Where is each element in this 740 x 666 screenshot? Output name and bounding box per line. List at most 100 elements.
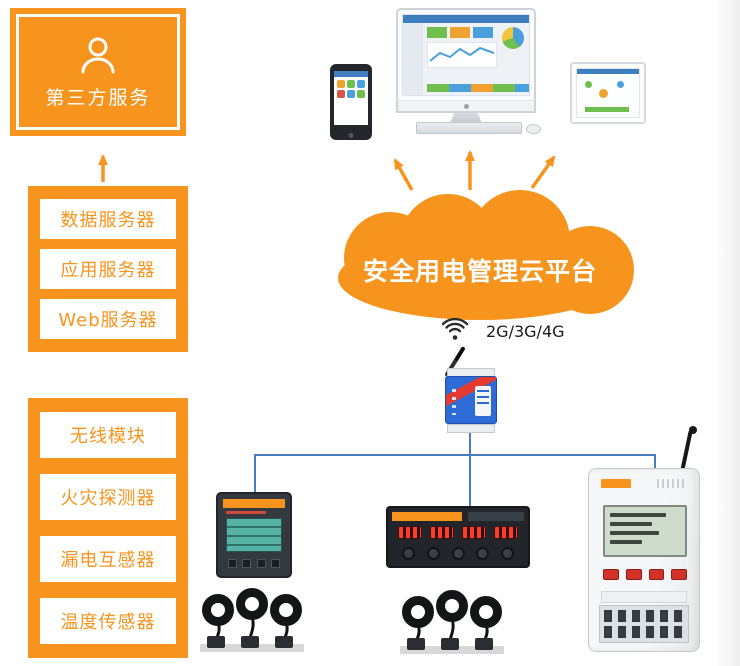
server-item-web: Web服务器	[40, 299, 176, 339]
tablet	[570, 62, 646, 124]
lcd-text-line	[610, 522, 652, 526]
monitor-button	[451, 547, 465, 560]
lcd-text-line	[610, 540, 642, 544]
app-tile	[337, 80, 345, 88]
detector-vents	[657, 479, 687, 488]
desktop-chin	[396, 100, 536, 113]
meter-button	[242, 559, 252, 568]
dashboard-display	[402, 14, 530, 96]
monitor-button	[402, 547, 415, 560]
gateway-body	[445, 376, 497, 424]
meter-button	[228, 559, 237, 568]
meter-button	[270, 559, 280, 568]
detector-brand-strip	[601, 479, 631, 488]
gateway-mount-flange	[447, 424, 495, 433]
lcd-text-line	[610, 531, 659, 535]
wifi-icon	[441, 317, 469, 340]
arrow-to-tablet-icon	[530, 155, 556, 190]
network-type-label: 2G/3G/4G	[486, 322, 565, 341]
detector-button	[671, 569, 687, 580]
current-transformer-ring	[436, 590, 468, 622]
lcd-text-line	[610, 513, 666, 517]
dashboard-bottom-tiles	[427, 84, 529, 92]
tablet-chart-dot	[585, 81, 592, 88]
server-group-box: 数据服务器 应用服务器 Web服务器	[28, 186, 188, 352]
app-tile	[357, 90, 365, 98]
monitor-button	[501, 547, 514, 560]
dashboard-tile	[473, 27, 493, 38]
current-transformer-ring	[236, 588, 268, 620]
field-group-box: 无线模块 火灾探测器 漏电互感器 温度传感器	[28, 398, 188, 658]
detector-lcd-display	[603, 505, 687, 557]
detector-button-row	[603, 569, 687, 580]
person-icon	[81, 37, 115, 73]
current-transformer-group	[196, 580, 308, 652]
tablet-header-bar	[577, 69, 639, 74]
smartphone-screen	[334, 71, 368, 125]
ct-mounting-strip	[400, 646, 504, 654]
meter-button	[256, 559, 266, 568]
current-transformer-ring	[470, 596, 502, 628]
tablet-chart-dot	[617, 81, 624, 88]
app-tile	[347, 90, 355, 98]
meter-lcd-display	[226, 518, 282, 552]
current-transformer-ring	[270, 594, 302, 626]
ct-terminal-block	[407, 638, 425, 650]
terminal-row	[604, 626, 684, 638]
third-party-label: 第三方服务	[45, 86, 151, 109]
meter-button-row	[228, 559, 280, 568]
app-tile	[357, 80, 365, 88]
current-transformer-group	[396, 582, 508, 654]
terminal-row	[604, 610, 684, 622]
dashboard-tile	[427, 27, 447, 38]
ct-mounting-strip	[200, 644, 304, 652]
current-transformer-ring	[402, 596, 434, 628]
led-digit-group	[494, 526, 518, 539]
field-item-temperature: 温度传感器	[40, 598, 176, 644]
mouse	[526, 124, 541, 134]
din-rail-detector	[588, 426, 700, 652]
dashboard-pie-chart	[502, 27, 524, 49]
detector-body	[588, 468, 700, 652]
ct-terminal-block	[241, 636, 259, 648]
tablet-screen	[576, 68, 640, 118]
app-header-bar	[334, 71, 368, 77]
dashboard-tile	[450, 27, 470, 38]
cloud-platform-label: 安全用电管理云平台	[362, 257, 597, 286]
desktop-computer	[396, 8, 536, 131]
third-party-box: 第三方服务	[10, 8, 186, 136]
ct-terminal-block	[207, 636, 225, 648]
detector-button	[603, 569, 619, 580]
tablet-chart-dot	[599, 89, 608, 98]
gateway-label-line	[477, 402, 489, 404]
ct-terminal-block	[275, 636, 293, 648]
antenna-tip	[689, 426, 697, 434]
detector-terminal-block	[599, 605, 689, 643]
power-meter	[216, 492, 292, 578]
connection-lines	[254, 430, 656, 508]
server-item-app: 应用服务器	[40, 249, 176, 289]
led-digit-group	[462, 526, 486, 539]
keyboard	[416, 122, 522, 134]
app-tile	[337, 90, 345, 98]
monitor-label-strip	[468, 512, 524, 521]
dashboard-line-chart	[427, 42, 497, 68]
dashboard-sidebar	[403, 23, 423, 95]
dashboard-header-bar	[403, 15, 529, 23]
gateway-label-panel	[475, 386, 491, 416]
server-item-data: 数据服务器	[40, 199, 176, 239]
led-digit-group	[430, 526, 454, 539]
monitor-button-row	[402, 547, 514, 560]
gateway-label-line	[477, 396, 489, 398]
led-digit-group	[398, 526, 422, 539]
line-chart-trace	[429, 46, 495, 62]
desktop-screen	[396, 8, 536, 100]
ct-terminal-block	[441, 638, 459, 650]
ct-terminal-block	[475, 638, 493, 650]
meter-brand-strip	[223, 499, 285, 508]
monitoring-device	[386, 506, 530, 568]
meter-model-line	[226, 511, 266, 514]
field-item-leakage: 漏电互感器	[40, 536, 176, 582]
